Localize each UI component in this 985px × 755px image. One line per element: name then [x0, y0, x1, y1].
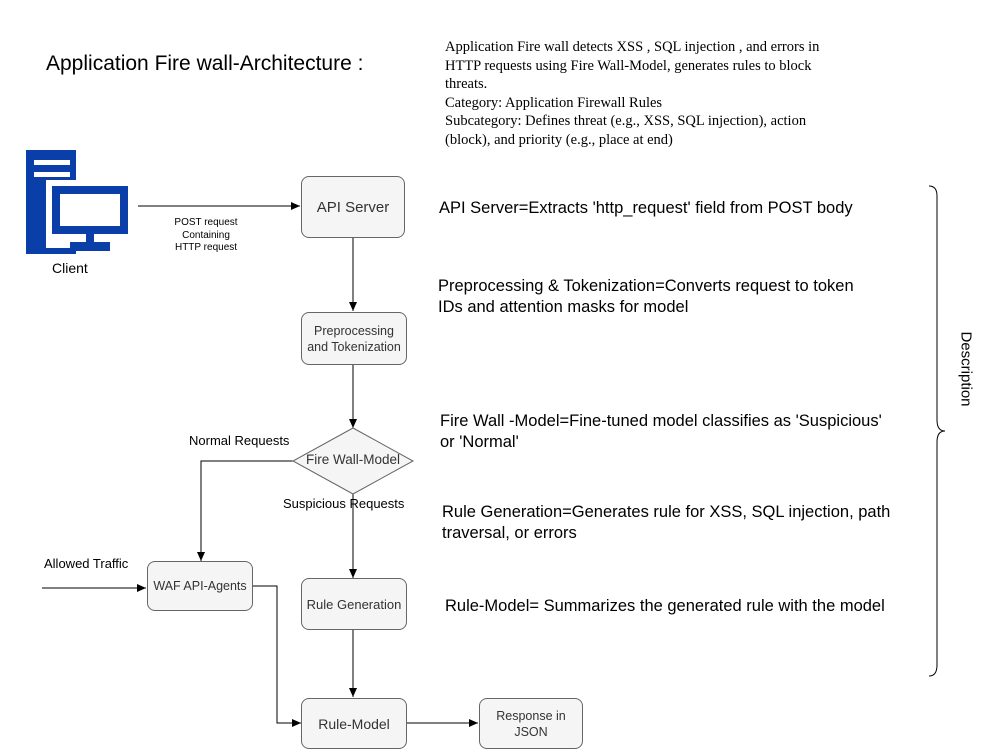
intro-subcategory: Subcategory: Defines threat (e.g., XSS, … — [445, 113, 807, 130]
firewall-description-line: or 'Normal' — [440, 433, 519, 451]
diagram-title: Application Fire wall-Architecture : — [46, 52, 364, 75]
waf-agents-node: WAF API-Agents — [147, 561, 253, 611]
allowed-traffic-label: Allowed Traffic — [44, 556, 129, 571]
description-brace — [928, 185, 946, 677]
firewall-model-label: Fire Wall-Model — [305, 452, 400, 467]
api-server-node: API Server — [301, 176, 405, 238]
response-label: Response in — [496, 708, 566, 723]
preprocessing-node: Preprocessing and Tokenization — [301, 312, 407, 365]
post-request-line: HTTP request — [174, 242, 238, 253]
preprocessing-label: Preprocessing — [314, 323, 394, 338]
intro-subcategory-cont: (block), and priority (e.g., place at en… — [445, 131, 673, 148]
normal-requests-label: Normal Requests — [189, 433, 290, 448]
firewall-description-line: Fire Wall -Model=Fine-tuned model classi… — [440, 412, 882, 430]
intro-line: threats. — [445, 76, 488, 93]
post-request-line: POST request — [174, 217, 238, 228]
preprocessing-description-line: Preprocessing & Tokenization=Converts re… — [438, 277, 854, 295]
intro-category: Category: Application Firewall Rules — [445, 94, 663, 111]
waf-agents-label: WAF API-Agents — [153, 579, 247, 593]
response-label: JSON — [514, 724, 548, 739]
suspicious-requests-label: Suspicious Requests — [283, 496, 405, 511]
rule-generation-description-line: Rule Generation=Generates rule for XSS, … — [442, 503, 891, 521]
rule-generation-node: Rule Generation — [301, 578, 407, 630]
description-brace-label: Description — [957, 331, 975, 407]
rule-generation-description-line: traversal, or errors — [442, 524, 577, 542]
preprocessing-description-line: IDs and attention masks for model — [438, 298, 689, 316]
rule-generation-label: Rule Generation — [306, 596, 402, 612]
response-json-node: Response in JSON — [479, 698, 583, 749]
rule-model-node: Rule-Model — [301, 698, 407, 749]
preprocessing-label: and Tokenization — [307, 339, 401, 354]
api-server-label: API Server — [316, 198, 390, 216]
intro-line: HTTP requests using Fire Wall-Model, gen… — [445, 57, 812, 74]
firewall-model-description: Fire Wall -Model=Fine-tuned model classi… — [440, 411, 882, 453]
computer-server-icon — [26, 150, 134, 254]
client-label: Client — [52, 260, 88, 276]
post-request-label: POST request Containing HTTP request — [160, 217, 252, 255]
arrow-model-to-waf — [197, 460, 293, 561]
rule-model-description: Rule-Model= Summarizes the generated rul… — [445, 597, 885, 615]
post-request-line: Containing — [182, 229, 230, 241]
arrow-waf-to-rulemodel — [253, 585, 301, 727]
firewall-model-diamond — [291, 427, 415, 495]
intro-text: Application Fire wall detects XSS , SQL … — [445, 38, 865, 150]
rule-generation-description: Rule Generation=Generates rule for XSS, … — [442, 502, 890, 544]
preprocessing-description: Preprocessing & Tokenization=Converts re… — [438, 276, 854, 318]
rule-model-label: Rule-Model — [318, 715, 390, 732]
intro-line: Application Fire wall detects XSS , SQL … — [445, 39, 820, 55]
api-server-description: API Server=Extracts 'http_request' field… — [439, 199, 853, 217]
